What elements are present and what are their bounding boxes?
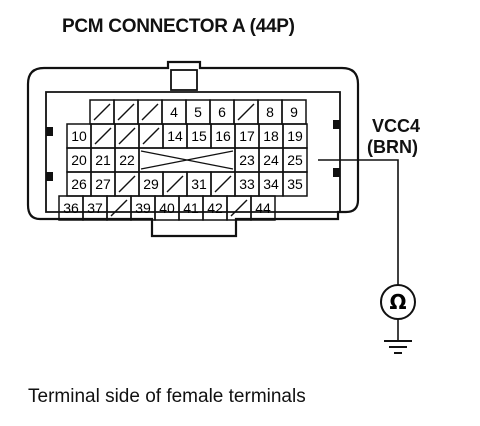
pin-number-29: 29	[143, 176, 159, 192]
ohm-symbol: Ω	[389, 290, 406, 314]
pin-number-34: 34	[263, 176, 279, 192]
diagram-title: PCM CONNECTOR A (44P)	[62, 16, 295, 37]
pin-number-14: 14	[167, 128, 183, 144]
pin-number-24: 24	[263, 152, 279, 168]
pin-number-40: 40	[159, 200, 175, 216]
right-tab-top	[333, 120, 340, 129]
pin-number-27: 27	[95, 176, 111, 192]
test-lead-wire	[318, 159, 399, 286]
blank-pin-slash	[118, 175, 136, 193]
blank-pin-slash	[166, 175, 184, 193]
connector-latch	[170, 69, 198, 91]
diagram-caption: Terminal side of female terminals	[28, 386, 306, 407]
pin-number-8: 8	[266, 104, 274, 120]
blank-pin-slash	[118, 127, 136, 145]
blank-pin-slash	[110, 199, 128, 217]
signal-name: VCC4	[372, 116, 421, 136]
left-tab-top	[46, 127, 53, 136]
pin-number-4: 4	[170, 104, 178, 120]
left-tab-bottom	[46, 172, 53, 181]
pin-number-18: 18	[263, 128, 279, 144]
pin-number-19: 19	[287, 128, 303, 144]
pin-number-9: 9	[290, 104, 298, 120]
wire-color: (BRN)	[367, 137, 418, 157]
blank-pin-slash	[141, 103, 159, 121]
blank-pin-slash	[117, 103, 135, 121]
pin-number-31: 31	[191, 176, 207, 192]
pin-number-22: 22	[119, 152, 135, 168]
ground-symbol	[384, 340, 412, 354]
pin-number-35: 35	[287, 176, 303, 192]
pin-number-42: 42	[207, 200, 223, 216]
pin-number-16: 16	[215, 128, 231, 144]
pin-number-20: 20	[71, 152, 87, 168]
pin-number-41: 41	[183, 200, 199, 216]
pin-number-21: 21	[95, 152, 111, 168]
pin-cell-44	[250, 195, 276, 221]
pin-number-10: 10	[71, 128, 87, 144]
pin-number-5: 5	[194, 104, 202, 120]
blank-pin-slash	[93, 103, 111, 121]
pin-number-26: 26	[71, 176, 87, 192]
blank-pin-slash	[142, 127, 160, 145]
pin-number-6: 6	[218, 104, 226, 120]
blank-pin-slash	[94, 127, 112, 145]
pin-number-17: 17	[239, 128, 255, 144]
blank-pin-slash	[237, 103, 255, 121]
pin-number-25: 25	[287, 152, 303, 168]
pin-number-37: 37	[87, 200, 103, 216]
pin-number-44: 44	[255, 200, 271, 216]
connector-housing	[26, 60, 360, 238]
pin-number-15: 15	[191, 128, 207, 144]
blank-pin-slash	[230, 199, 248, 217]
pin-number-36: 36	[63, 200, 79, 216]
blank-pin-slash	[214, 175, 232, 193]
unused-span-cross	[140, 150, 234, 170]
pin-number-33: 33	[239, 176, 255, 192]
pin-cell-35	[282, 171, 308, 197]
right-tab-bottom	[333, 168, 340, 177]
pin-number-23: 23	[239, 152, 255, 168]
pin-number-39: 39	[135, 200, 151, 216]
